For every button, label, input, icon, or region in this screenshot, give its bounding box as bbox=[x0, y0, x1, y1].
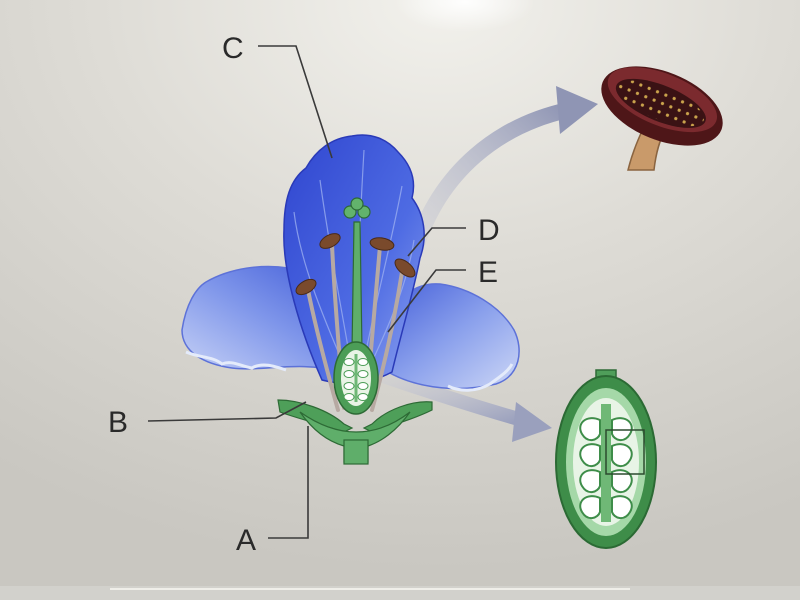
ovule-group bbox=[579, 417, 633, 519]
ovule bbox=[611, 443, 633, 467]
filament bbox=[306, 288, 340, 412]
receptacle bbox=[299, 411, 411, 463]
ovule bbox=[611, 417, 633, 441]
petal-right-ruffle bbox=[447, 363, 514, 392]
ovary-inset bbox=[555, 369, 657, 549]
leader-line-e bbox=[387, 269, 466, 333]
ovule bbox=[611, 495, 633, 519]
label-a: A bbox=[236, 524, 256, 557]
leader-line-c bbox=[258, 45, 333, 159]
ovule bbox=[579, 443, 601, 467]
anther bbox=[394, 258, 416, 278]
label-e: E bbox=[478, 256, 498, 289]
stem bbox=[343, 439, 369, 465]
flower bbox=[181, 134, 520, 465]
leader-line-d bbox=[407, 227, 466, 257]
pollen-grains bbox=[617, 80, 704, 127]
ovule bbox=[579, 417, 601, 441]
arrow-to-ovary-body bbox=[373, 368, 529, 427]
arrow-to-anther-head bbox=[556, 86, 598, 134]
ovule bbox=[579, 469, 601, 493]
screen-glare bbox=[395, 0, 535, 32]
label-c: C bbox=[222, 32, 244, 65]
anther-inset bbox=[601, 66, 723, 171]
anthers bbox=[295, 233, 416, 296]
arrow-to-anther-body bbox=[407, 102, 576, 258]
anther bbox=[369, 237, 395, 251]
label-d: D bbox=[478, 214, 500, 247]
leader-line-b bbox=[147, 401, 307, 422]
ovule-highlight-box bbox=[605, 429, 645, 475]
arrow-to-ovary-head bbox=[512, 402, 552, 442]
style bbox=[351, 221, 363, 351]
petal-left-ruffle bbox=[185, 350, 287, 372]
leader-line-a bbox=[268, 426, 309, 539]
ovule bbox=[579, 495, 601, 519]
anther bbox=[295, 278, 317, 296]
sepal-right bbox=[362, 401, 433, 433]
ovary-ovules bbox=[343, 358, 369, 401]
ovule bbox=[611, 469, 633, 493]
stigma bbox=[343, 197, 371, 219]
label-b: B bbox=[108, 406, 128, 439]
anther bbox=[319, 233, 341, 249]
